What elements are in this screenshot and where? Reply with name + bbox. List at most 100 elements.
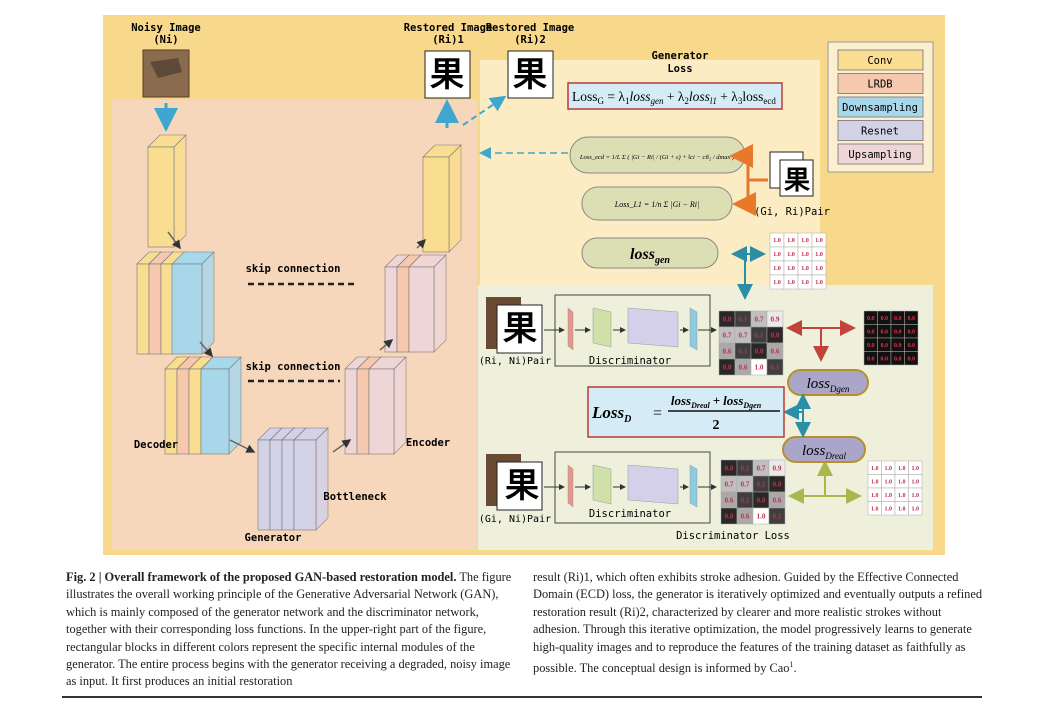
matrix-cell-value: 1.0 <box>815 279 823 286</box>
decoder-downsampling-block-2 <box>200 356 242 455</box>
generator-loss-formula: LossG = λ1lossgen + λ2lossl1 + λ3lossecd <box>572 89 776 106</box>
matrix-cell-value: 1.0 <box>815 251 823 258</box>
matrix-cell <box>904 351 919 366</box>
flow-arrow <box>167 231 181 250</box>
matrix-cell-value: 0.0 <box>771 332 780 340</box>
discriminator-rows <box>486 294 717 524</box>
matrix-cell-value: 0.7 <box>739 332 748 340</box>
generator-loss-title-2: Loss <box>667 63 692 75</box>
citation[interactable]: 1 <box>789 660 794 670</box>
matrix-cell-value: 0.0 <box>867 356 875 362</box>
matrix-cell-value: 1.0 <box>884 493 892 499</box>
caption-rule <box>62 696 982 698</box>
gi-ni-pair-label: (Gi, Ni)Pair <box>479 514 551 525</box>
lossd-lhs: LossD <box>591 403 631 425</box>
matrix-cell-value: 1.0 <box>801 279 809 286</box>
noisy-image-label: Noisy Image <box>131 22 201 34</box>
pair-to-l1-arrow <box>732 180 756 216</box>
matrix-cell-value: 1.0 <box>871 493 879 499</box>
matrix-cell-value: 0.0 <box>755 348 764 356</box>
matrix-cell-value: 1.0 <box>911 479 919 485</box>
decoder-output-conv-block <box>147 134 187 248</box>
legend-swatch-upsampling <box>837 143 924 165</box>
loss-dgen-pill <box>787 369 869 396</box>
flow-arrow <box>416 238 427 249</box>
f-t3-sub: ecd <box>763 96 776 106</box>
matrix-cell-value: 0.0 <box>894 329 902 335</box>
loss-dreal-pill <box>782 436 866 463</box>
discriminator-label-bottom: Discriminator <box>589 508 671 520</box>
matrix-cell-value: 0.1 <box>741 497 750 505</box>
matrix-cell-value: 1.0 <box>911 506 919 512</box>
caption-text-right: result (Ri)1, which often exhibits strok… <box>533 570 983 676</box>
restored-1-label: Restored Image <box>404 22 493 34</box>
skip-connection-label-1: skip connection <box>246 263 341 275</box>
f-l3: 3 <box>738 96 743 106</box>
matrix-cell-value: 0.0 <box>907 356 915 362</box>
matrix-cell-value: 0.0 <box>880 343 888 349</box>
matrix-cell-value: 0.1 <box>755 332 764 340</box>
restored-image-1 <box>424 50 471 99</box>
loss-dreal-term: lossDreal <box>802 443 847 461</box>
matrix-cell-value: 0.7 <box>723 332 732 340</box>
matrix-cell-value: 1.0 <box>815 237 823 244</box>
discriminator-layer <box>689 307 698 351</box>
gi-ni-glyph: 果 <box>505 468 539 505</box>
generator-loss-title: Generator <box>652 50 709 62</box>
discriminator-row-real <box>486 451 717 524</box>
legend-label: Conv <box>867 55 892 67</box>
matrix-cell-value: 0.0 <box>725 513 734 521</box>
matrix-cell-value: 1.0 <box>884 506 892 512</box>
matrix-cell-value: 1.0 <box>773 265 781 272</box>
matrix-cell-value: 1.0 <box>871 479 879 485</box>
lossd-eq: = <box>653 405 662 422</box>
restored-1-sublabel: (Ri)1 <box>432 34 464 46</box>
f-t1: loss <box>629 89 650 104</box>
matrix-cell-value: 0.0 <box>880 356 888 362</box>
discriminator-layer <box>592 307 612 348</box>
restored-image-2 <box>507 50 554 99</box>
matrix-cell-value: 0.7 <box>741 481 750 489</box>
matrix-cell-value: 0.1 <box>741 465 750 473</box>
matrix-cell-value: 1.0 <box>773 251 781 258</box>
matrix-cell-value: 0.0 <box>880 316 888 322</box>
matrix-cell-value: 0.0 <box>907 316 915 322</box>
matrix-cell-value: 0.0 <box>867 316 875 322</box>
matrix-cell-value: 1.0 <box>787 251 795 258</box>
matrix-cell-value: 0.1 <box>739 348 748 356</box>
ecd-loss-formula: Loss_ecd = 1/L Σ ( |Gi − Ri| / (Gi + ε) … <box>579 154 734 161</box>
f-lhs-sub: G <box>598 96 605 106</box>
skip-connection-label-2: skip connection <box>246 361 341 373</box>
f-t1-sub: gen <box>650 96 663 106</box>
discriminator-layer <box>567 307 574 351</box>
matrix-cell <box>811 274 827 290</box>
f-lhs: Loss <box>572 89 598 104</box>
matrix-cell-value: 0.6 <box>723 348 732 356</box>
num-plus: + <box>713 393 720 408</box>
dreal-sub: Dreal <box>824 451 846 461</box>
legend-label: Downsampling <box>842 102 918 114</box>
bottleneck-label: Bottleneck <box>323 491 387 503</box>
num-b-sub: Dgen <box>742 401 761 410</box>
pair-glyph: 果 <box>784 166 810 195</box>
gan-framework-figure: Noisy Image (Ni) Restored Image (Ri)1 果 … <box>103 15 945 555</box>
matrix-cell-value: 0.6 <box>741 513 750 521</box>
lossd-lhs-text: Loss <box>591 403 625 422</box>
f-l2: 2 <box>684 96 689 106</box>
matrix-cell-value: 1.0 <box>773 237 781 244</box>
legend-label: LRDB <box>867 79 892 91</box>
discriminator-loss-formula-box <box>587 386 785 438</box>
matrix-cell-value: 1.0 <box>898 479 906 485</box>
restored-1-glyph: 果 <box>430 57 464 94</box>
matrix-cell-value: 0.0 <box>723 364 732 372</box>
discriminator-row-fake <box>486 294 717 367</box>
matrix-cell-value: 0.0 <box>894 316 902 322</box>
restored-2-glyph: 果 <box>513 57 547 94</box>
matrix-cell-value: 1.0 <box>884 479 892 485</box>
loss-dgen-term: lossDgen <box>807 376 850 394</box>
discriminator-label-top: Discriminator <box>589 355 671 367</box>
noisy-image-sublabel: (Ni) <box>153 34 178 46</box>
matrix-cell-value: 0.0 <box>907 343 915 349</box>
matrix-cell <box>768 507 786 525</box>
